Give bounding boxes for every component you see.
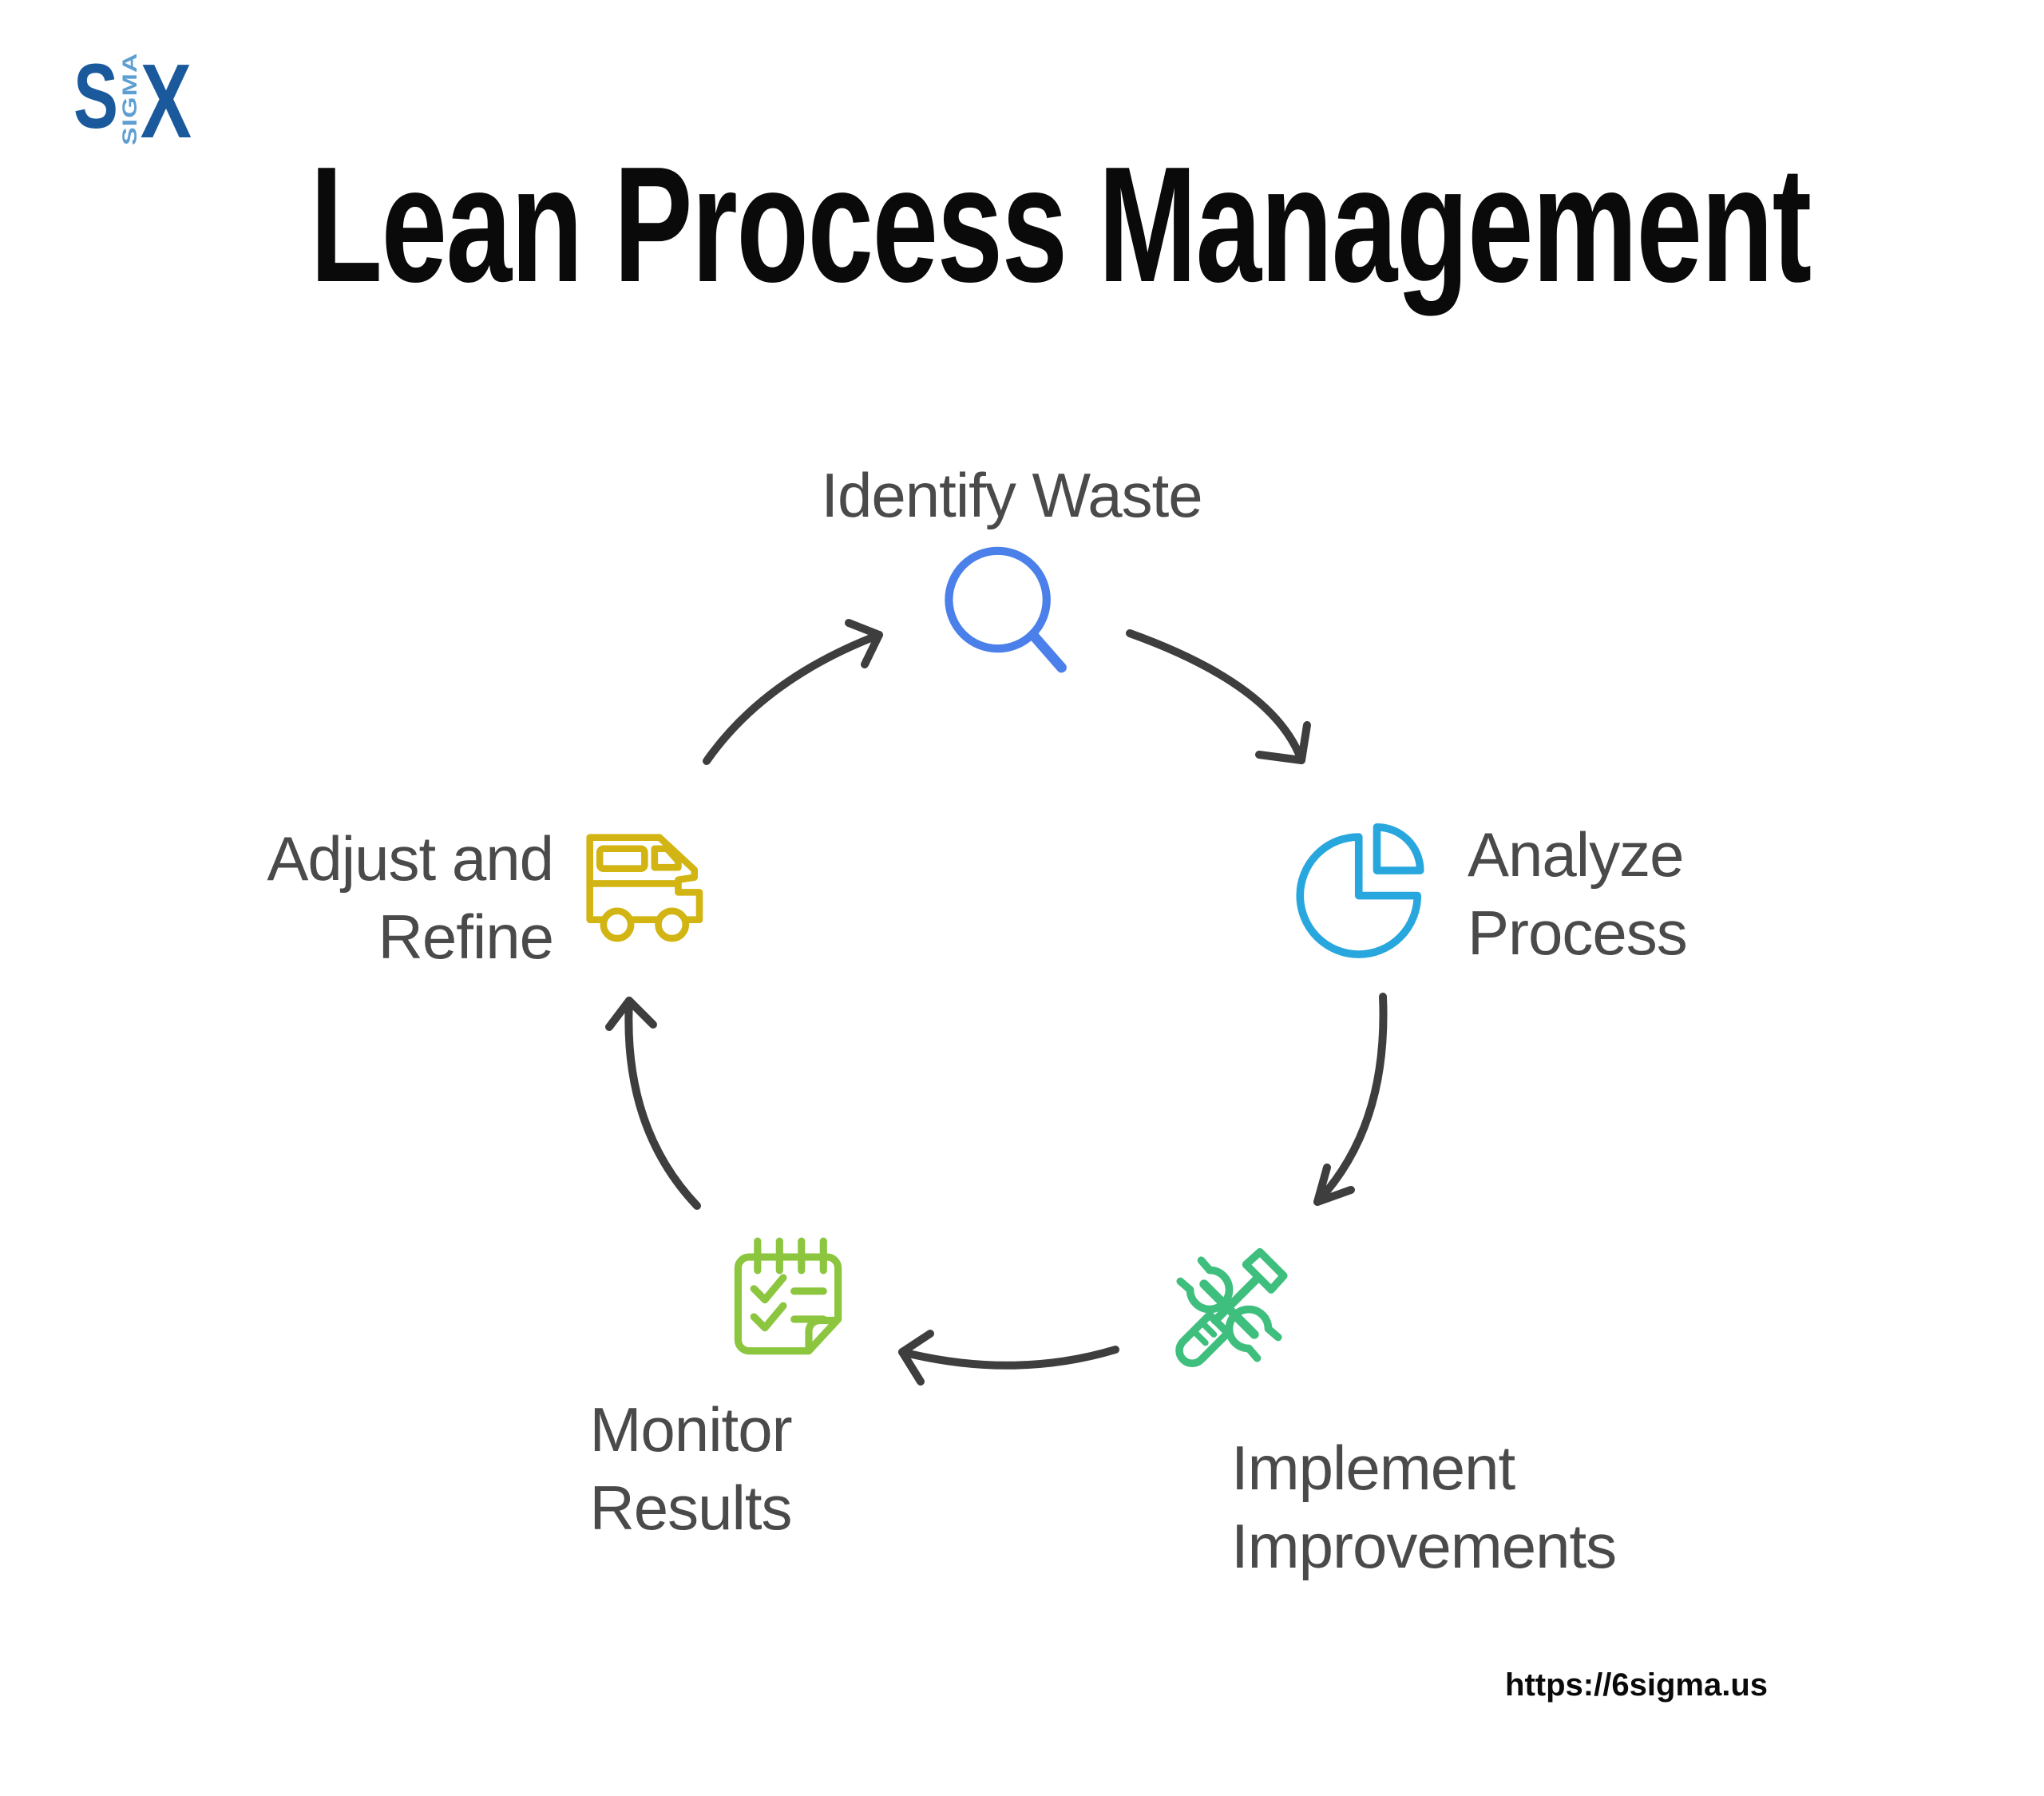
step-label-line: Results — [589, 1472, 792, 1543]
six-sigma-logo: S SIGMA X — [73, 42, 192, 160]
checklist-icon — [734, 1237, 842, 1355]
page-title: Lean Process Management — [310, 133, 1812, 316]
step-label-line: Process — [1468, 897, 1688, 968]
arrow-analyze-to-implement — [1313, 993, 1388, 1206]
step-label-line: Analyze — [1468, 819, 1684, 890]
pie-chart-icon — [1296, 823, 1424, 958]
step-label-line: Refine — [378, 901, 554, 972]
step-label-line: Monitor — [589, 1394, 792, 1465]
logo-letter-s: S — [73, 46, 119, 148]
arrow-adjust-to-identify — [703, 619, 883, 765]
step-label-monitor-results: Monitor Results — [491, 1391, 890, 1547]
step-label-line: Identify Waste — [821, 460, 1202, 530]
truck-icon — [586, 834, 703, 942]
logo-letter-x: X — [140, 42, 192, 160]
logo-sigma-text: SIGMA — [118, 52, 141, 145]
arrow-monitor-to-adjust — [605, 997, 701, 1210]
arrow-identify-to-analyze — [1126, 629, 1311, 764]
step-label-line: Implement — [1231, 1433, 1515, 1503]
step-label-line: Adjust and — [267, 823, 554, 894]
step-label-adjust-and-refine: Adjust and Refine — [250, 820, 554, 976]
footer-url: https://6sigma.us — [1505, 1667, 1768, 1703]
magnifier-icon — [945, 546, 1067, 673]
step-label-analyze-process: Analyze Process — [1468, 816, 1688, 972]
step-label-line: Improvements — [1231, 1510, 1617, 1581]
arrow-implement-to-monitor — [898, 1330, 1119, 1386]
tools-icon — [1175, 1247, 1288, 1368]
step-label-implement-improvements: Implement Improvements — [1231, 1429, 1617, 1585]
step-label-identify-waste: Identify Waste — [732, 457, 1291, 535]
